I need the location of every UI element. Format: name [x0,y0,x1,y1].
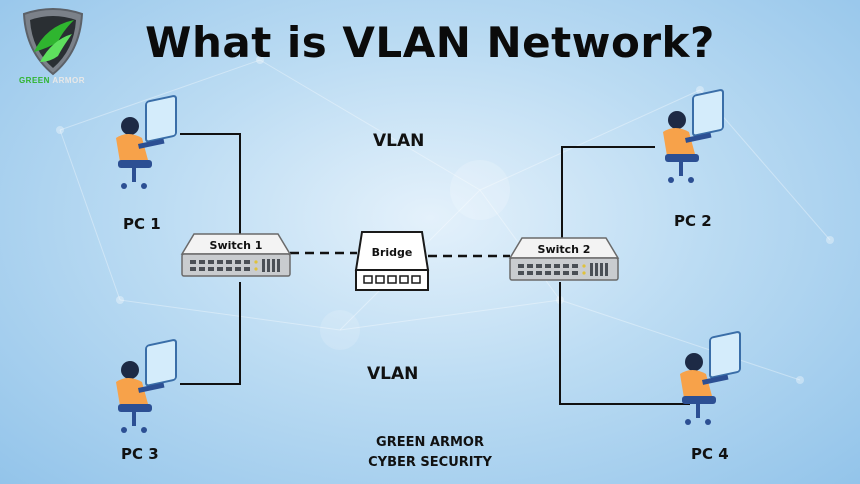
pc-label: PC 4 [691,445,729,463]
user-at-computer-icon [663,89,724,183]
switch-label: Switch 2 [538,243,591,256]
vlan-label: VLAN [373,131,425,151]
link-pc4-switch2 [559,282,690,405]
user-at-computer-icon [116,95,177,189]
logo-text: GREEN ARMOR [18,76,86,85]
bridge-label: Bridge [372,246,413,259]
switch-icon: Switch 1 [180,233,292,277]
switch-label: Switch 1 [210,239,263,252]
pc-label: PC 3 [121,445,159,463]
switch-icon: Switch 2 [508,237,620,281]
page-title: What is VLAN Network? [145,18,715,67]
link-pc3-switch1 [180,282,241,385]
user-at-computer-icon [116,339,177,433]
bridge-icon: Bridge [354,231,430,291]
shield-logo-icon [22,8,84,76]
link-pc2-switch2 [561,146,655,238]
pc-label: PC 1 [123,215,161,233]
vlan-label: VLAN [367,364,419,384]
pc-label: PC 2 [674,212,712,230]
link-pc1-switch1 [180,133,241,240]
footer-line-1: GREEN ARMOR [376,435,484,450]
user-at-computer-icon [680,331,741,425]
footer-text: GREEN ARMOR CYBER SECURITY [330,433,530,473]
footer-line-2: CYBER SECURITY [368,455,492,470]
